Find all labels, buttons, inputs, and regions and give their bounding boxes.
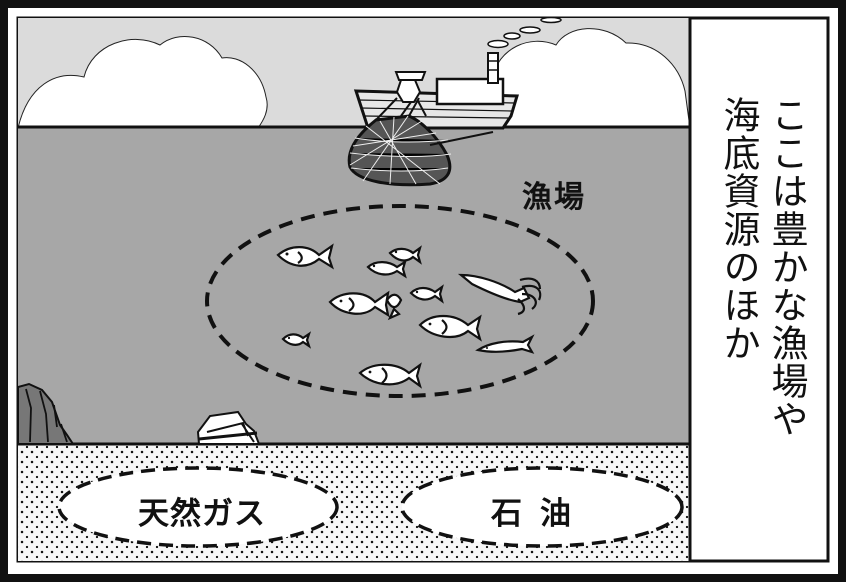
fish-icon [475, 334, 535, 354]
fish-icon [281, 331, 312, 349]
natural-gas-boundary [57, 466, 339, 548]
narration-line-2: 海底資源のほか [717, 96, 760, 362]
sea [18, 127, 690, 445]
fish-icon [418, 314, 482, 342]
oil-label: 石油 [491, 496, 589, 532]
cloud-left [18, 35, 268, 129]
fish-icon [366, 259, 407, 279]
narration-panel [688, 16, 830, 563]
fish-icon [385, 293, 403, 321]
fish-icon [276, 243, 335, 270]
squid-icon [457, 273, 542, 316]
oil-boundary [400, 466, 684, 548]
fish-icon [358, 362, 422, 389]
fishing-ground-boundary [205, 204, 595, 398]
natural-gas-label: 天然ガス [138, 496, 266, 532]
narration-line-1: ここは豊かな漁場や [765, 96, 808, 438]
fish-icon [409, 284, 444, 304]
fish-icon [388, 245, 422, 265]
fish-icon [328, 290, 390, 318]
rock-icon [196, 410, 261, 445]
fishing-net-icon [347, 97, 494, 187]
fishing-ground-label: 漁場 [522, 180, 586, 215]
